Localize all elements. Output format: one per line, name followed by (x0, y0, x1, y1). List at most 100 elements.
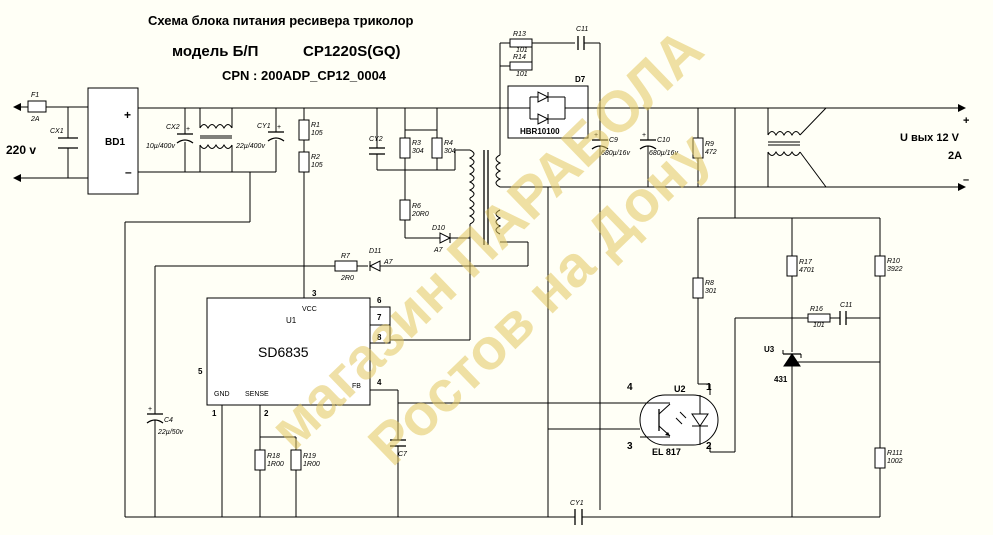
model-label: модель Б/П (172, 43, 258, 60)
r4-name: R4 (444, 140, 453, 147)
bridge-bd1: BD1 + – (87, 87, 139, 195)
svg-text:+: + (594, 132, 598, 139)
ic-u1: U1 SD6835 VCC GND SENSE FB 6 7 8 3 4 5 1… (198, 289, 391, 418)
fuse-f1-value: 2A (30, 116, 40, 123)
output-voltage: U вых 12 V (900, 132, 960, 144)
r2-value: 105 (311, 162, 323, 169)
u2-pin3: 3 (627, 441, 633, 452)
bd1-minus: – (125, 165, 132, 179)
d10-value: A7 (433, 247, 444, 254)
resistor-r4 (431, 137, 443, 159)
output-plus: + (963, 115, 969, 127)
u1-gnd: GND (214, 391, 230, 398)
u2-name: U2 (674, 384, 686, 394)
r6-name: R6 (412, 203, 421, 210)
resistor-r7 (334, 260, 358, 272)
r111-value: 1002 (887, 458, 903, 465)
d7-name: D7 (575, 75, 586, 84)
u1-pin7: 7 (377, 313, 382, 322)
output-minus: – (963, 174, 969, 186)
fuse-f1-name: F1 (31, 92, 39, 99)
resistor-r2 (298, 151, 310, 173)
u1-part: SD6835 (258, 344, 309, 360)
resistor-r111 (874, 447, 886, 469)
c4-name: C4 (164, 417, 173, 424)
resistor-r3 (399, 137, 411, 159)
cy1-name: CY1 (257, 123, 271, 130)
cpn-label: CPN : 200ADP_CP12_0004 (222, 68, 387, 83)
d7-part: HBR10100 (520, 127, 560, 136)
u1-fb: FB (352, 383, 361, 390)
r111-name: R111 (887, 450, 903, 457)
svg-text:+: + (642, 132, 646, 139)
resistor-r14 (509, 61, 533, 71)
c9-value: 680µ/16v (601, 150, 630, 157)
shunt-u3 (782, 350, 880, 517)
r16-value: 101 (813, 322, 825, 329)
u1-vcc: VCC (302, 306, 317, 313)
bd1-name: BD1 (105, 137, 125, 148)
resistor-r13 (509, 38, 533, 48)
svg-text:+: + (186, 126, 190, 133)
u1-pin8: 8 (377, 333, 382, 342)
r18-name: R18 (267, 453, 280, 460)
cy1b-name: CY1 (570, 500, 584, 507)
cx1-name: CX1 (50, 128, 64, 135)
r6-value: 20R0 (411, 211, 429, 218)
u2-pin1: 1 (706, 382, 712, 393)
u2-part: EL 817 (652, 447, 681, 457)
r7-name: R7 (341, 253, 351, 260)
fuse-f1 (27, 100, 47, 113)
u1-pin2: 2 (264, 409, 269, 418)
r18-value: 1R00 (267, 461, 284, 468)
r1-value: 105 (311, 130, 323, 137)
r4-value: 304 (444, 148, 456, 155)
r9-name: R9 (705, 141, 714, 148)
r8-value: 301 (705, 288, 717, 295)
d10-name: D10 (432, 225, 445, 232)
r19-name: R19 (303, 453, 316, 460)
c4-value: 22µ/50v (157, 429, 184, 436)
r14-name: R14 (513, 54, 526, 61)
c9-name: C9 (609, 137, 618, 144)
d11-value: A7 (383, 259, 394, 266)
transformer-t1 (468, 149, 502, 245)
resistor-r17 (786, 255, 798, 277)
u1-pin5: 5 (198, 367, 203, 376)
u1-sense: SENSE (245, 391, 269, 398)
cx2-value: 10µ/400v (146, 143, 175, 150)
svg-text:+: + (277, 124, 281, 131)
r2-name: R2 (311, 154, 320, 161)
cx2-name: CX2 (166, 124, 180, 131)
r10-value: 3922 (887, 266, 903, 273)
u1-pin3: 3 (312, 289, 317, 298)
r1-name: R1 (311, 122, 320, 129)
c10-value: 680µ/16v (649, 150, 678, 157)
resistor-r1 (298, 119, 310, 141)
cy1-value: 22µ/400v (235, 143, 265, 150)
c7-name: C7 (398, 451, 408, 458)
choke-output (767, 107, 827, 188)
u1-pin6: 6 (377, 296, 382, 305)
r19-value: 1R00 (303, 461, 320, 468)
diode-d11 (368, 260, 381, 272)
opto-u2 (639, 394, 719, 446)
r7-value: 2R0 (340, 275, 354, 282)
u3-name: U3 (764, 345, 775, 354)
diode-d7: HBR10100 (507, 85, 589, 139)
diagram-title: Схема блока питания ресивера триколор (148, 13, 414, 28)
cy2-name: CY2 (369, 136, 383, 143)
c11-mid-name: C11 (840, 302, 852, 309)
u3-part: 431 (774, 375, 788, 384)
model-value: CP1220S(GQ) (303, 43, 401, 60)
r16-name: R16 (810, 306, 823, 313)
r8-name: R8 (705, 280, 714, 287)
u2-pin4: 4 (627, 382, 633, 393)
r13-name: R13 (513, 31, 526, 38)
r17-value: 4701 (799, 267, 815, 274)
resistor-r10 (874, 255, 886, 277)
r17-name: R17 (799, 259, 813, 266)
resistor-r18 (254, 449, 266, 471)
input-voltage: 220 v (6, 143, 36, 157)
